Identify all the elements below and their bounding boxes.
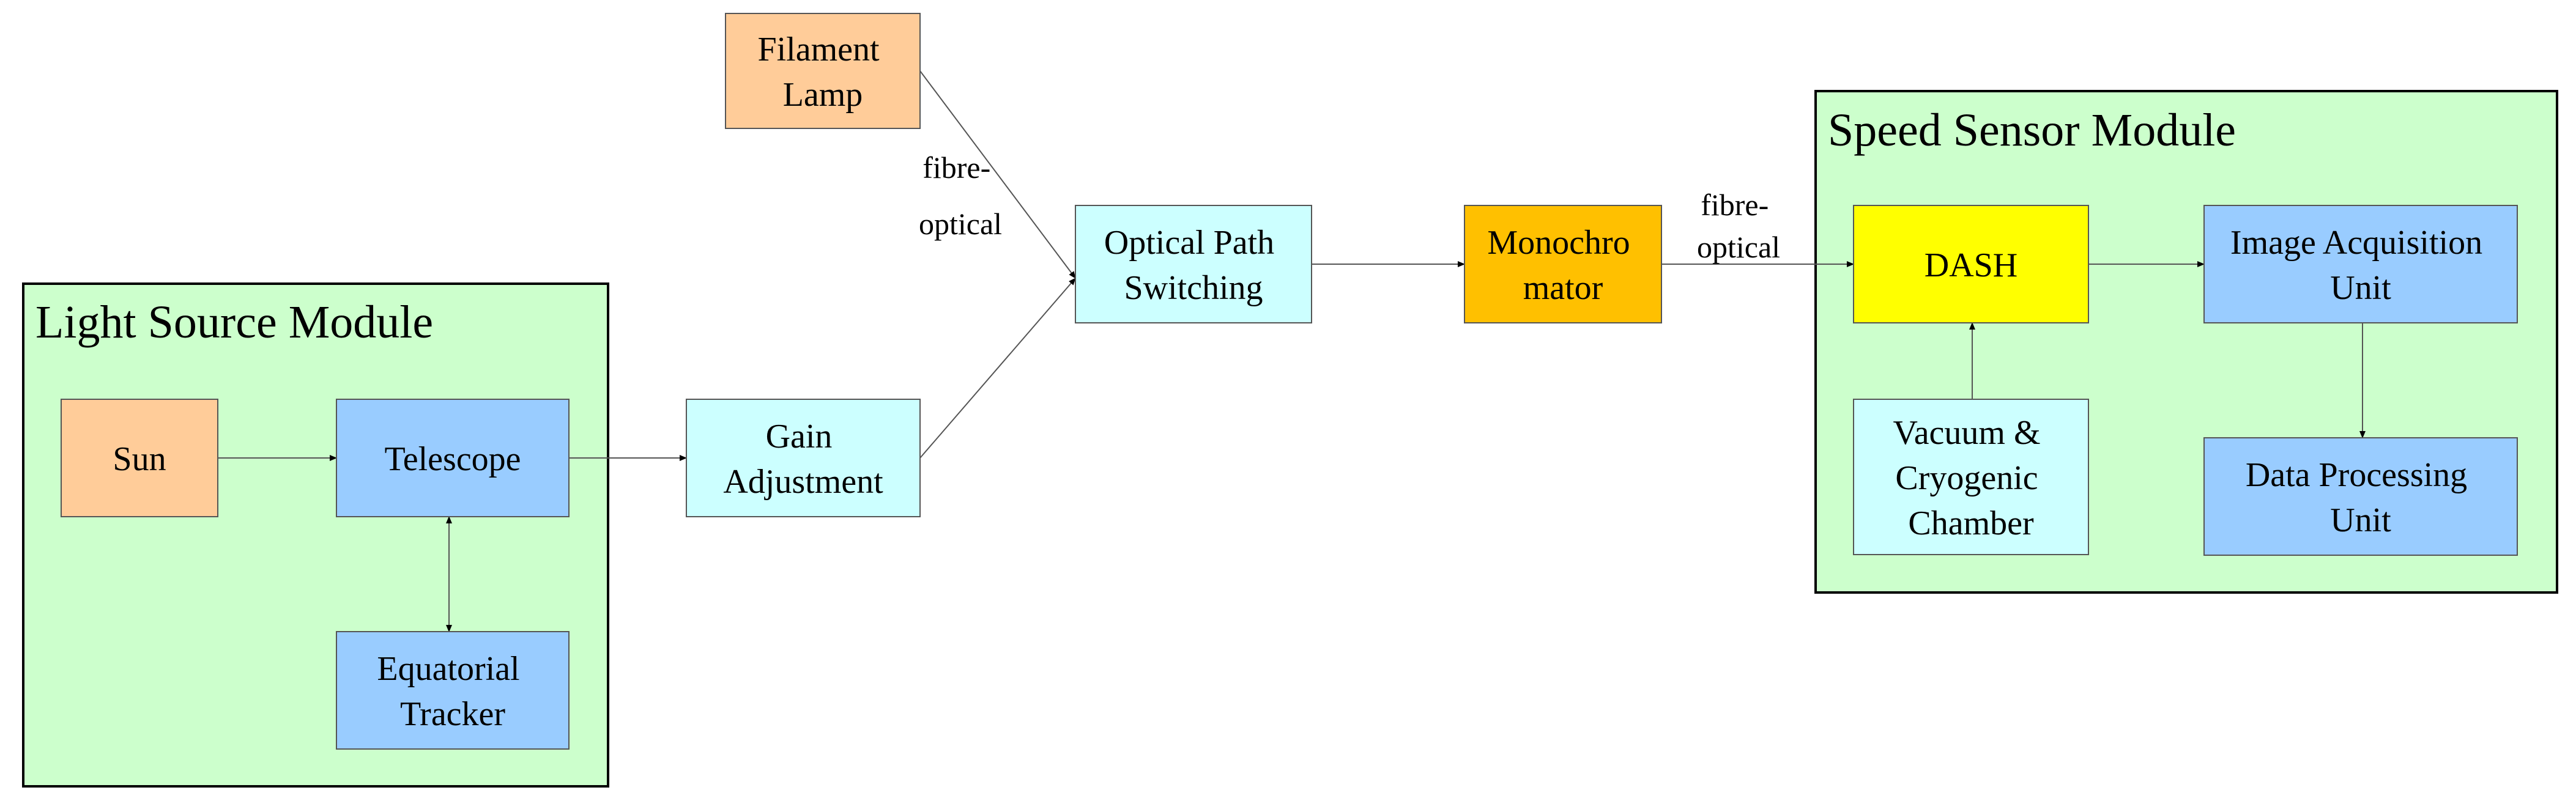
equatorial-tracker-box-label: Equatorial Tracker [377,650,528,733]
gain-adjustment-box: Gain Adjustment [686,399,921,517]
monochromator-box-label: Monochro mator [1487,224,1638,307]
connections [218,70,2366,632]
gain-adjustment-box-rect [686,399,921,517]
sun-box: Sun [61,399,218,517]
edge-label-fibre-optical-left: fibre- optical [919,150,1002,241]
gain-adjustment-box-label: Gain Adjustment [723,418,883,501]
monochromator-box: Monochro mator [1464,205,1662,323]
light-source-module: Light Source Module [22,282,609,788]
sun-box-label: Sun [113,440,166,478]
optical-path-switching-box-rect [1075,205,1312,323]
optical-path-switching-box-label: Optical Path Switching [1104,224,1283,307]
monochromator-box-rect [1464,205,1662,323]
telescope-box-rect [336,399,570,517]
dash-box-label: DASH [1925,246,2017,284]
vacuum-cryogenic-chamber-box: Vacuum & Cryogenic Chamber [1853,399,2089,555]
filament-lamp-box: Filament Lamp [725,13,921,129]
vacuum-cryogenic-chamber-box-rect [1853,399,2089,555]
data-processing-unit-box-label: Data Processing Unit [2246,456,2476,539]
telescope-box: Telescope [336,399,570,517]
image-acquisition-unit-box: Image Acquisition Unit [2203,205,2518,323]
edge-gain-adjustment-to-optical-path [919,278,1076,459]
image-acquisition-unit-box-rect [2203,205,2518,323]
sun-box-rect [61,399,218,517]
data-processing-unit-box-rect [2203,437,2518,556]
image-acquisition-unit-box-label: Image Acquisition Unit [2230,224,2491,307]
data-processing-unit-box: Data Processing Unit [2203,437,2518,556]
dash-box: DASH [1853,205,2089,323]
optical-path-switching-box: Optical Path Switching [1075,205,1312,323]
filament-lamp-box-label: Filament Lamp [757,31,888,114]
dash-box-rect [1853,205,2089,323]
filament-lamp-box-rect [725,13,921,129]
speed-sensor-module-title: Speed Sensor Module [1828,105,2236,156]
edge-filament-lamp-to-optical-path [919,70,1076,279]
telescope-box-label: Telescope [384,440,521,478]
edge-label-fibre-optical-right: fibre- optical [1697,188,1780,264]
light-source-module-title: Light Source Module [35,297,433,348]
equatorial-tracker-box-rect [336,631,570,750]
vacuum-cryogenic-chamber-box-label: Vacuum & Cryogenic Chamber [1893,414,2049,542]
equatorial-tracker-box: Equatorial Tracker [336,631,570,750]
